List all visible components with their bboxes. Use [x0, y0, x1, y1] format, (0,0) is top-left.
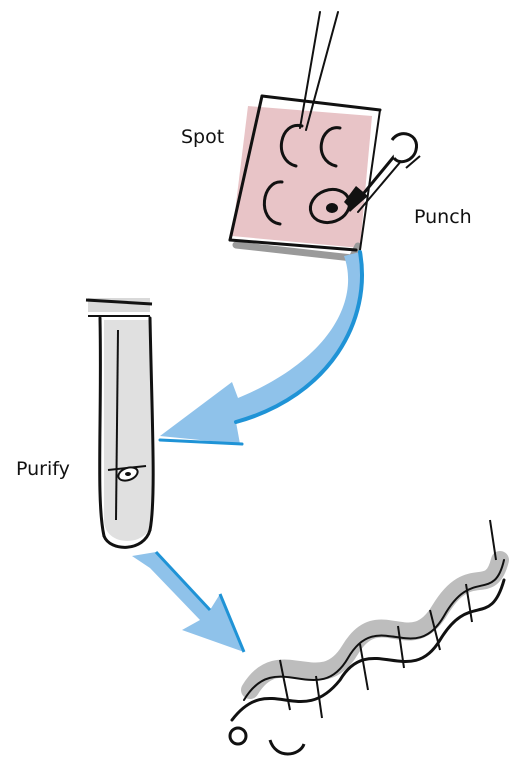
filter-card-icon	[230, 96, 380, 258]
punch-label: Punch	[414, 206, 472, 228]
purify-label: Purify	[16, 458, 70, 480]
arrow-icon	[132, 552, 244, 652]
curved-arrow-icon	[160, 252, 362, 444]
tube-icon	[86, 298, 153, 547]
spot-label: Spot	[181, 126, 224, 148]
dna-helix-icon	[230, 520, 504, 754]
